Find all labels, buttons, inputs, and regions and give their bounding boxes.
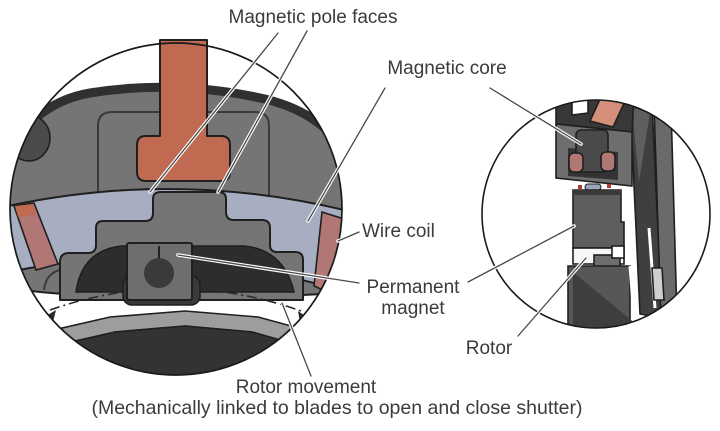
wire-coil-left-cap (15, 204, 36, 217)
wire-coil-left (12, 202, 60, 271)
leader-permanent-magnet-left (176, 253, 361, 285)
side-lower-gap (628, 265, 637, 328)
side-magnetic-core (575, 129, 609, 173)
label-permanent-magnet-line1: Permanent (366, 277, 460, 298)
side-magnet-top-edge (573, 190, 621, 195)
label-rotor: Rotor (465, 338, 513, 359)
body-hole (10, 114, 51, 162)
side-view-circle (481, 99, 711, 329)
side-coil-left (568, 152, 584, 173)
label-magnetic-pole-faces: Magnetic pole faces (228, 7, 398, 28)
label-wire-coil: Wire coil (362, 221, 435, 242)
side-coil-lead (588, 100, 629, 128)
side-red-dot-left (578, 185, 582, 189)
front-view-circle (9, 42, 343, 376)
side-view (481, 99, 711, 329)
side-coil-right (600, 151, 616, 172)
leader-rotor-movement (280, 301, 313, 378)
leader-permanent-magnet-right (466, 224, 576, 284)
side-frame-insert (651, 267, 665, 301)
front-view (9, 39, 343, 376)
label-rotor-movement: Rotor movement (235, 377, 377, 398)
core-tee-limb (136, 39, 231, 182)
aperture-crescent (10, 325, 342, 375)
side-rotor-tab (611, 245, 625, 259)
side-red-dot-right (607, 184, 611, 188)
leader-pole-faces-left (148, 31, 280, 194)
leader-pole-faces-right (216, 29, 309, 194)
label-magnetic-core: Magnetic core (387, 58, 507, 79)
permanent-magnet-assembly (122, 242, 201, 306)
leader-rotor (516, 256, 588, 338)
side-frame-wedge (632, 108, 650, 182)
leader-wire-coil (336, 230, 361, 243)
magnet-pivot-circle (144, 258, 174, 288)
label-rotor-movement-note: (Mechanically linked to blades to open a… (91, 397, 583, 419)
label-permanent-magnet-line2: magnet (381, 298, 445, 319)
leader-lines (148, 29, 588, 378)
leader-magnetic-core-left (306, 86, 387, 223)
side-bearing (584, 183, 602, 191)
leader-magnetic-core-right (488, 86, 583, 146)
side-lower-block-facet (573, 272, 648, 328)
label-permanent-magnet: Permanent magnet (367, 277, 460, 319)
side-permanent-magnet (572, 189, 625, 249)
